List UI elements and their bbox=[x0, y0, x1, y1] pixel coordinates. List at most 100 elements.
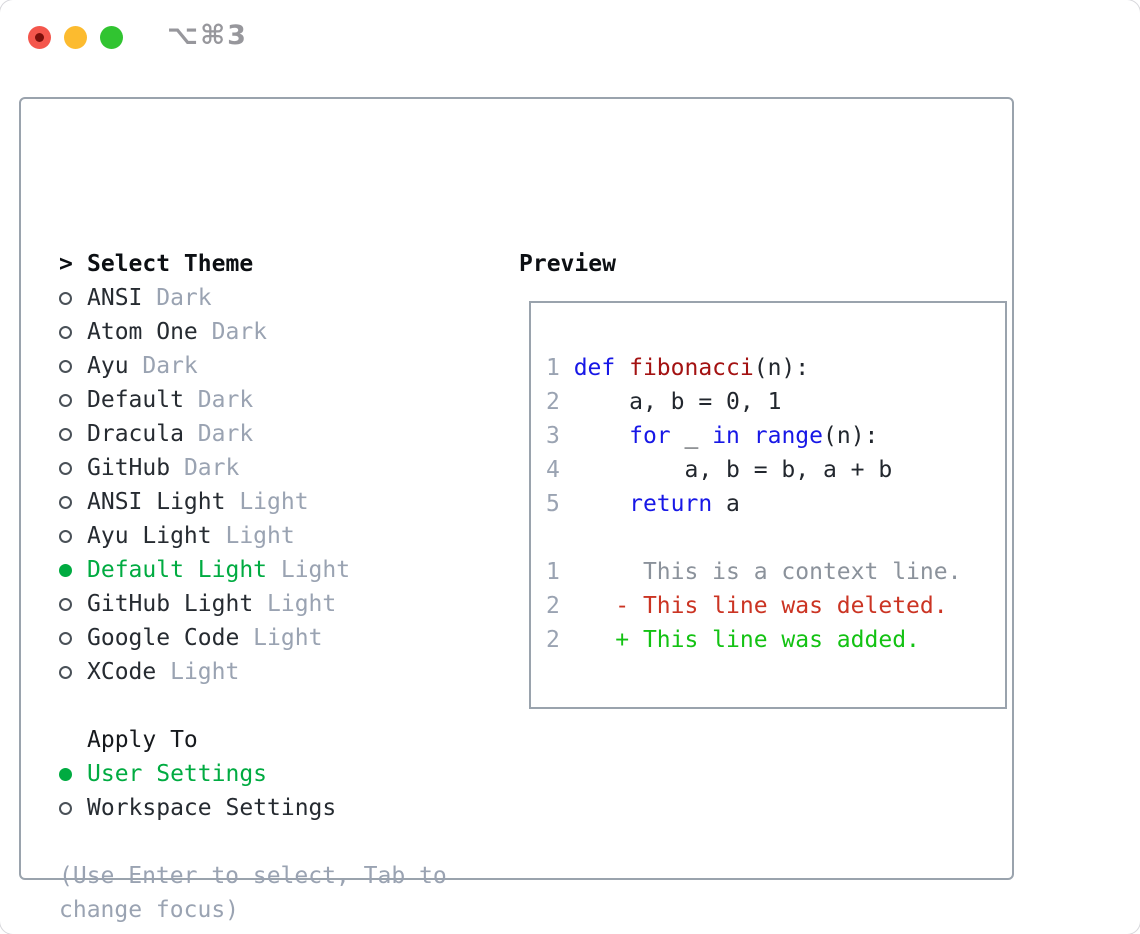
option-label: Workspace Settings bbox=[87, 795, 337, 821]
zoom-button[interactable] bbox=[100, 26, 123, 49]
code-line bbox=[546, 521, 961, 555]
code-token: This is a context line. bbox=[573, 559, 962, 585]
code-line: 4 a, b = b, a + b bbox=[546, 453, 961, 487]
code-line: 1 def fibonacci(n): bbox=[546, 351, 961, 385]
theme-name: XCode bbox=[87, 659, 157, 685]
code-token bbox=[740, 423, 754, 449]
theme-variant: Light bbox=[267, 557, 351, 583]
code-token: + This line was added. bbox=[573, 627, 920, 653]
theme-variant: Dark bbox=[183, 421, 254, 447]
theme-variant: Dark bbox=[142, 285, 212, 311]
code-token: _ bbox=[670, 423, 713, 449]
apply-to-option[interactable]: User Settings bbox=[59, 757, 447, 791]
theme-item[interactable]: Dracula Dark bbox=[59, 417, 447, 451]
radio-icon bbox=[59, 427, 72, 441]
code-token: - This line was deleted. bbox=[573, 593, 948, 619]
radio-marker bbox=[59, 495, 87, 509]
code-line: 3 for _ in range(n): bbox=[546, 419, 961, 453]
theme-item[interactable]: Ayu Light Light bbox=[59, 519, 447, 553]
theme-name: Default bbox=[87, 387, 184, 413]
theme-picker-title: Select Theme bbox=[87, 251, 254, 277]
code-token: a, b = b, a + b bbox=[573, 457, 893, 483]
theme-item[interactable]: Default Light Light bbox=[59, 553, 447, 587]
code-token: fibonacci bbox=[629, 355, 754, 381]
theme-name: ANSI Light bbox=[87, 489, 226, 515]
theme-item[interactable]: Ayu Dark bbox=[59, 349, 447, 383]
close-button[interactable] bbox=[28, 26, 51, 49]
theme-item[interactable]: Google Code Light bbox=[59, 621, 447, 655]
theme-item[interactable]: Atom One Dark bbox=[59, 315, 447, 349]
code-token: return bbox=[629, 491, 713, 517]
apply-to-option[interactable]: Workspace Settings bbox=[59, 791, 447, 825]
title-bar: ⌥⌘3 bbox=[0, 0, 1140, 75]
radio-icon bbox=[59, 291, 72, 305]
radio-icon bbox=[59, 801, 72, 815]
preview-title: Preview bbox=[519, 251, 616, 277]
theme-name: Dracula bbox=[87, 421, 184, 447]
option-label: User Settings bbox=[87, 761, 268, 787]
code-token: for bbox=[629, 423, 671, 449]
theme-item[interactable]: ANSI Light Light bbox=[59, 485, 447, 519]
radio-marker bbox=[59, 529, 87, 543]
radio-marker bbox=[59, 359, 87, 373]
prompt-icon: > bbox=[59, 251, 73, 277]
line-number: 2 bbox=[546, 593, 574, 619]
apply-to-title: Apply To bbox=[87, 727, 198, 753]
theme-item[interactable]: XCode Light bbox=[59, 655, 447, 689]
theme-variant: Dark bbox=[197, 319, 268, 345]
theme-item[interactable]: GitHub Dark bbox=[59, 451, 447, 485]
theme-variant: Light bbox=[239, 625, 323, 651]
theme-name: GitHub Light bbox=[87, 591, 254, 617]
theme-variant: Dark bbox=[170, 455, 240, 481]
code-token bbox=[574, 423, 629, 449]
code-token: a bbox=[712, 491, 740, 517]
code-token: (n): bbox=[753, 355, 810, 381]
code-token: in bbox=[712, 423, 740, 449]
theme-variant: Dark bbox=[183, 387, 254, 413]
code-line: 5 return a bbox=[546, 487, 961, 521]
theme-variant: Dark bbox=[128, 353, 198, 379]
code-token: a, b = 0, 1 bbox=[573, 389, 782, 415]
radio-icon bbox=[59, 529, 72, 543]
theme-name: Atom One bbox=[87, 319, 198, 345]
code-token: range bbox=[753, 423, 823, 449]
radio-icon bbox=[59, 563, 72, 577]
radio-icon bbox=[59, 767, 72, 781]
radio-marker bbox=[59, 393, 87, 407]
code-line: 2 - This line was deleted. bbox=[546, 589, 961, 623]
theme-name: Google Code bbox=[87, 625, 240, 651]
theme-name: Ayu Light bbox=[87, 523, 212, 549]
line-number: 5 bbox=[546, 491, 574, 517]
code-line: 2 a, b = 0, 1 bbox=[546, 385, 961, 419]
theme-item[interactable]: ANSI Dark bbox=[59, 281, 447, 315]
traffic-lights bbox=[28, 26, 123, 49]
radio-icon bbox=[59, 359, 72, 373]
line-number bbox=[546, 525, 560, 551]
minimize-button[interactable] bbox=[64, 26, 87, 49]
radio-icon bbox=[59, 597, 72, 611]
radio-marker bbox=[59, 801, 87, 815]
line-number: 4 bbox=[546, 457, 574, 483]
theme-name: Default Light bbox=[87, 557, 268, 583]
radio-icon bbox=[59, 393, 72, 407]
radio-marker bbox=[59, 427, 87, 441]
line-number: 3 bbox=[546, 423, 574, 449]
theme-item[interactable]: GitHub Light Light bbox=[59, 587, 447, 621]
radio-marker bbox=[59, 767, 87, 781]
theme-variant: Light bbox=[225, 489, 309, 515]
apply-to-title-row: Apply To bbox=[59, 723, 447, 757]
line-number: 2 bbox=[546, 389, 574, 415]
theme-item[interactable]: Default Dark bbox=[59, 383, 447, 417]
code-line: 2 + This line was added. bbox=[546, 623, 961, 657]
radio-icon bbox=[59, 325, 72, 339]
radio-icon bbox=[59, 631, 72, 645]
line-number: 1 bbox=[546, 559, 574, 585]
radio-marker bbox=[59, 665, 87, 679]
